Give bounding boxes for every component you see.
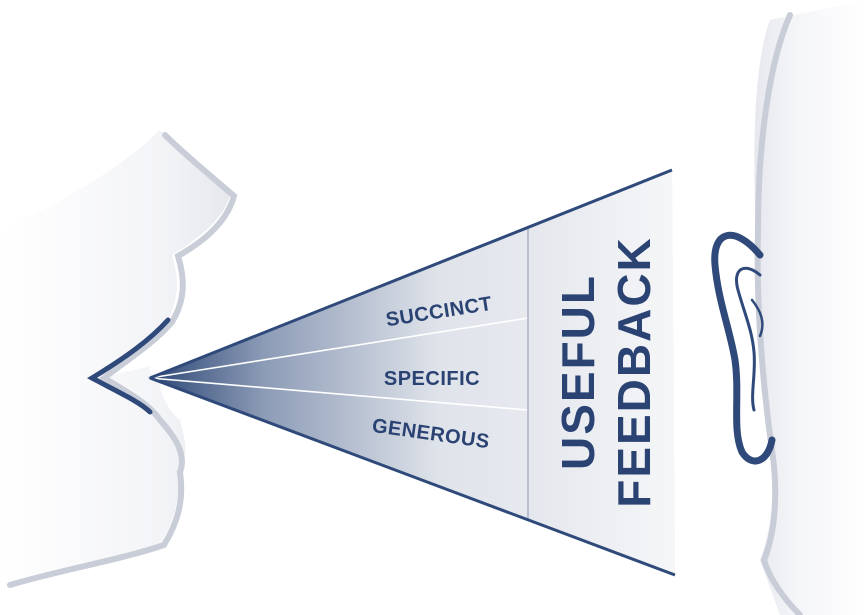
title-line-useful: USEFUL bbox=[552, 274, 604, 470]
title-line-feedback: FEEDBACK bbox=[608, 236, 660, 508]
feedback-cone: SUCCINCT SPECIFIC GENEROUS USEFUL FEEDBA… bbox=[148, 170, 675, 575]
listener-head bbox=[715, 0, 868, 615]
ray-label-specific: SPECIFIC bbox=[384, 368, 480, 390]
